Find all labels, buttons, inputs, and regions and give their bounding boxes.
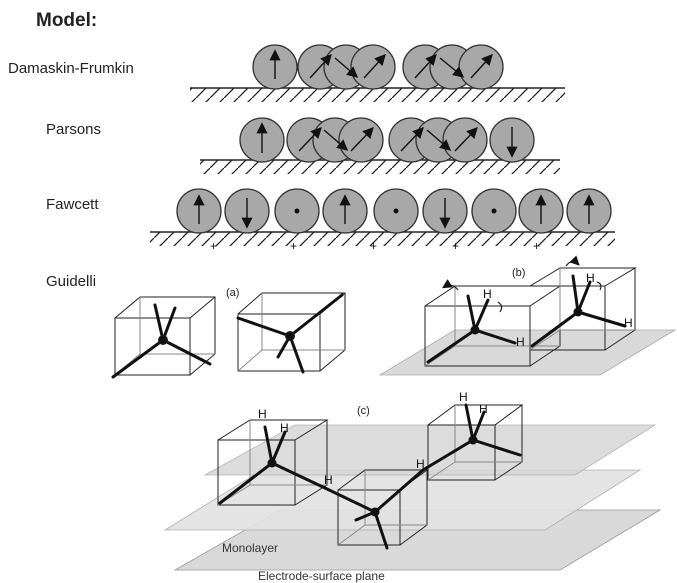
atom-h: H [258,407,267,421]
surface-charges: + + + + + [210,239,540,253]
charge-plus: + [370,239,377,253]
model-label-guidelli: Guidelli [46,273,97,290]
charge-plus: + [290,239,297,253]
atom-h: H [483,287,492,301]
charge-plus: + [452,239,459,253]
monolayer-label: Monolayer [222,541,278,555]
atom-h: H [586,271,595,285]
atom-h: H [479,402,488,416]
fawcett-layer: + + + + + [150,188,615,253]
atom-h: H [280,421,289,435]
surface-plane [378,329,677,376]
dipole-dots [294,208,497,214]
charge-plus: + [210,239,217,253]
model-label-fawcett: Fawcett [46,196,99,213]
molecule [350,44,396,90]
panel-label-b: (b) [512,267,525,279]
guidelli-panel-b: H H H H (b) [378,255,677,376]
panel-label-c: (c) [357,405,370,417]
dipole-arrows [193,194,595,229]
panel-label-a: (a) [226,287,239,299]
charge-plus: + [533,239,540,253]
atom-h: H [516,335,525,349]
surface-hatch [190,87,565,102]
upper-plane [203,424,657,476]
guidelli-panel-c: H H H H H H (c) Monolayer Electrode-surf… [163,390,662,583]
model-label-parsons: Parsons [46,121,102,138]
diagram-title: Model: [36,10,98,31]
electrode-surface-plane-label: Electrode-surface plane [258,569,385,583]
parsons-layer [200,117,560,174]
damaskin-frumkin-layer [190,44,565,102]
atom-h: H [624,316,633,330]
model-label-damaskin-frumkin: Damaskin-Frumkin [8,60,134,77]
atom-h: H [416,457,425,471]
atom-h: H [459,390,468,404]
dipole-arrows [256,122,518,158]
atom-h: H [324,473,333,487]
dipole-arrows [269,49,493,79]
guidelli-panel-a [111,292,346,379]
